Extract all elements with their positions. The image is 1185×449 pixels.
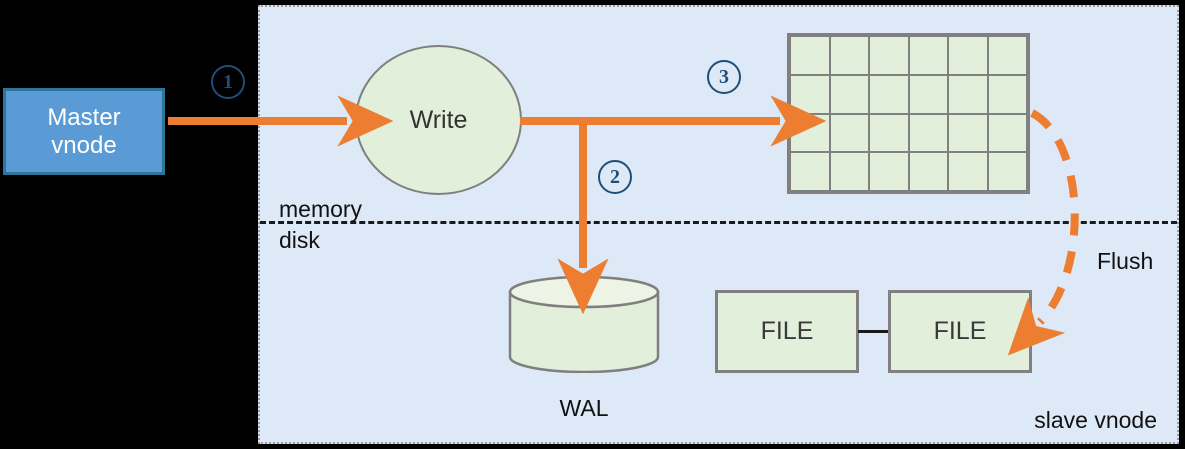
memtable-cell: [830, 37, 868, 74]
memtable-cell: [791, 75, 829, 113]
memtable-cell: [949, 75, 987, 113]
master-vnode-label-line2: vnode: [51, 131, 117, 159]
memtable-cell: [830, 153, 868, 190]
disk-label: disk: [279, 227, 320, 253]
write-node-label: Write: [409, 105, 468, 134]
file-link-connector: [858, 330, 888, 333]
memtable-cell: [791, 37, 829, 74]
memtable-cell: [870, 75, 908, 113]
memtable-cell: [988, 153, 1026, 190]
memtable-grid: [787, 33, 1030, 194]
file-box-1-label: FILE: [760, 317, 814, 345]
memtable-cell: [909, 114, 947, 152]
memtable-cell: [949, 153, 987, 190]
slave-vnode-label: slave vnode: [1034, 407, 1157, 433]
file-box-1: FILE: [715, 290, 859, 373]
wal-label: WAL: [559, 395, 609, 421]
master-vnode-label-line1: Master: [47, 103, 121, 131]
memtable-cell: [870, 37, 908, 74]
master-vnode-box: Master vnode: [3, 88, 165, 175]
memtable-cell: [791, 114, 829, 152]
file-box-2: FILE: [888, 290, 1032, 373]
memtable-cell: [988, 75, 1026, 113]
memtable-cell: [870, 153, 908, 190]
memtable-cell: [909, 37, 947, 74]
step-number-1: 1: [211, 65, 245, 99]
memtable-cell: [830, 75, 868, 113]
step-number-3: 3: [707, 60, 741, 94]
memtable-cell: [988, 114, 1026, 152]
step-number-2: 2: [598, 160, 632, 194]
memtable-cell: [909, 75, 947, 113]
memtable-cell: [791, 153, 829, 190]
memtable-cell: [949, 37, 987, 74]
file-box-2-label: FILE: [933, 317, 987, 345]
memory-label: memory: [279, 196, 363, 222]
memtable-cell: [870, 114, 908, 152]
memtable-cell: [949, 114, 987, 152]
flush-label: Flush: [1097, 248, 1154, 274]
write-node: Write: [355, 45, 522, 195]
memtable-cell: [988, 37, 1026, 74]
wal-cylinder: [508, 275, 660, 374]
wal-cylinder-shape: [508, 275, 660, 374]
memtable-cell: [909, 153, 947, 190]
memtable-cell: [830, 114, 868, 152]
memory-disk-divider: [260, 221, 1177, 224]
